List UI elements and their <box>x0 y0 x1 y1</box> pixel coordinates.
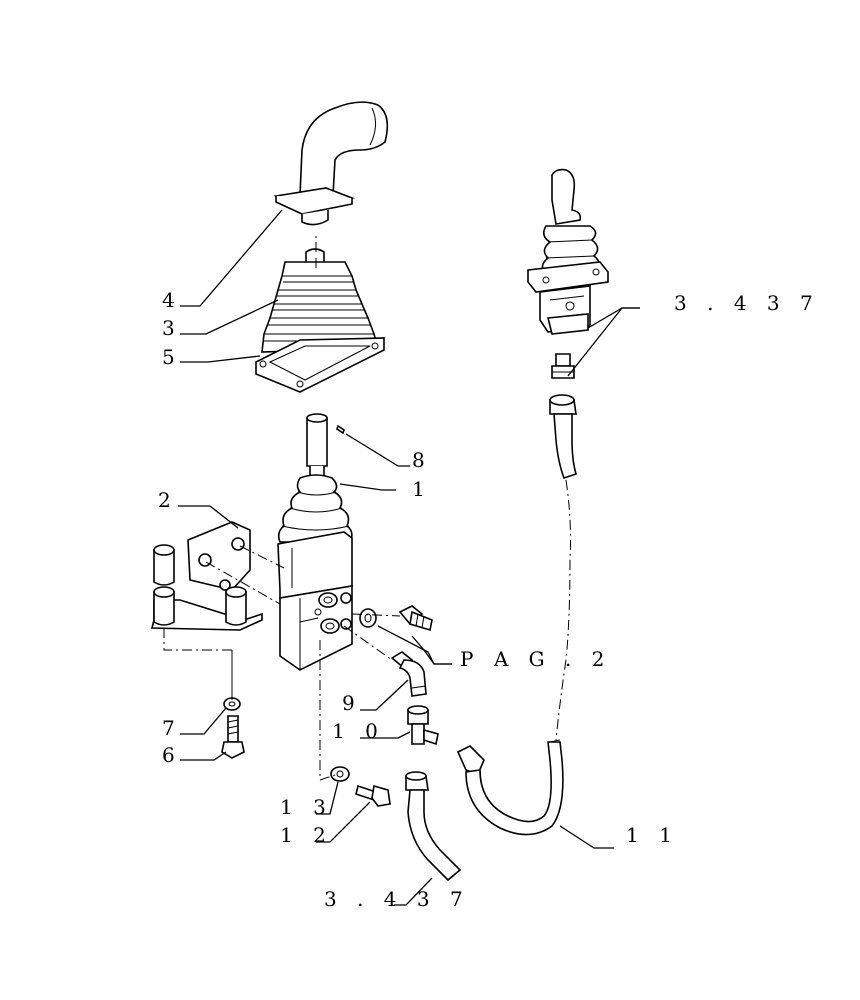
callout-10: 1 0 <box>332 719 385 743</box>
hose-bottom <box>405 771 462 882</box>
callout-labels: 4 3 5 8 1 2 3 . 4 3 7 P A G . 2 9 1 0 7 … <box>158 288 820 911</box>
callout-2: 2 <box>158 488 178 512</box>
joystick-assembly <box>527 168 609 335</box>
callout-7: 7 <box>162 716 182 740</box>
callout-3: 3 <box>162 316 182 340</box>
gasket-plate <box>255 337 385 393</box>
bolt-6 <box>221 715 245 759</box>
bracket <box>150 521 263 631</box>
hose-top <box>549 394 577 480</box>
tee-fitting-10 <box>407 705 439 746</box>
handle-grip <box>273 101 389 226</box>
callout-9: 9 <box>342 691 362 715</box>
pin <box>336 424 345 435</box>
washer-13 <box>330 766 350 782</box>
bolt-12 <box>355 784 391 807</box>
callout-11: 1 1 <box>626 823 679 847</box>
callout-5: 5 <box>162 345 182 369</box>
callout-ref-page: P A G . 2 <box>460 647 611 671</box>
callout-ref-bottom: 3 . 4 3 7 <box>324 887 470 911</box>
callout-13: 1 3 <box>280 795 333 819</box>
elbow-fitting-9 <box>390 651 427 697</box>
callout-1: 1 <box>412 477 432 501</box>
assembly-phantom-lines <box>163 234 571 781</box>
callout-8: 8 <box>412 448 432 472</box>
washer-pag2 <box>359 608 377 628</box>
callout-12: 1 2 <box>280 823 333 847</box>
rubber-boot <box>261 248 380 353</box>
adapter-pag2 <box>398 605 433 632</box>
adapter-fitting-top <box>551 353 575 379</box>
leader-lines <box>178 209 640 906</box>
callout-ref-top: 3 . 4 3 7 <box>674 291 820 315</box>
hose-11 <box>456 739 564 836</box>
valve-body <box>277 413 353 671</box>
callout-6: 6 <box>162 743 182 767</box>
callout-4: 4 <box>162 288 182 312</box>
